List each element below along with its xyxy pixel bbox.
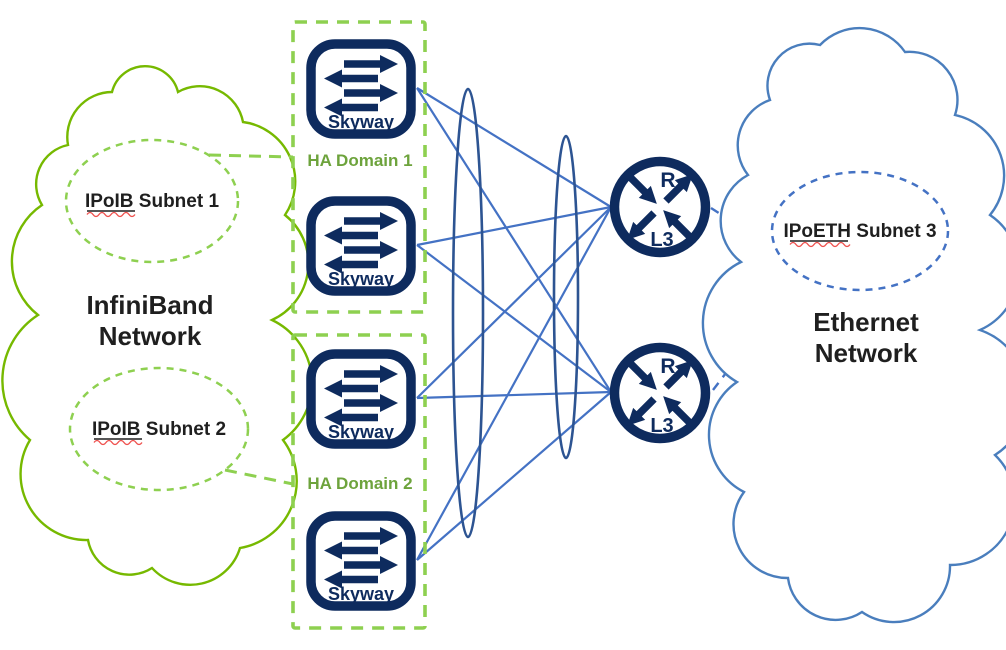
fabric-lens-2 xyxy=(552,134,580,460)
link-sw3-r2 xyxy=(416,390,612,400)
fabric-lens-1 xyxy=(451,87,485,539)
router1-r-label: R xyxy=(660,169,675,192)
skyway-switch-4: Skyway xyxy=(311,516,411,606)
skyway-switch-3-label: Skyway xyxy=(328,422,394,442)
infiniband-title-line2: Network xyxy=(99,321,202,351)
skyway-switch-2: Skyway xyxy=(311,201,411,291)
link-sw2-r2 xyxy=(416,244,612,393)
l3-router-1: R L3 xyxy=(615,162,706,253)
ipoib-subnet2: IPoIB Subnet 2 xyxy=(68,366,250,492)
link-sw4-r2 xyxy=(416,391,612,561)
link-sw1-r1 xyxy=(416,87,612,208)
ha-domain2-group: Skyway HA Domain 2 Skyway xyxy=(291,333,427,630)
ipoib-subnet1-ellipse xyxy=(64,138,240,264)
skyway-switch-1-label: Skyway xyxy=(328,112,394,132)
infiniband-cloud: InfiniBand Network IPoIB Subnet 1 IPoIB … xyxy=(1,65,314,586)
router2-l3-label: L3 xyxy=(650,415,673,437)
skyway-switch-1: Skyway xyxy=(311,44,411,134)
ha-domain2-box xyxy=(291,333,427,630)
ipoib-subnet1-label: IPoIB Subnet 1 xyxy=(85,191,220,212)
ipoib-subnet2-squiggle xyxy=(93,439,143,446)
ipoeth-subnet3-squiggle xyxy=(789,241,851,248)
ethernet-cloud: Ethernet Network IPoETH Subnet 3 xyxy=(701,26,1006,624)
ha-domain2-label: HA Domain 2 xyxy=(307,474,412,493)
skyway-switch-2-label: Skyway xyxy=(328,269,394,289)
skyway-switch-4-label: Skyway xyxy=(328,584,394,604)
ethernet-title-line2: Network xyxy=(815,338,918,368)
ethernet-title-line1: Ethernet xyxy=(813,307,919,337)
mesh-links xyxy=(416,87,612,561)
infiniband-title-line1: InfiniBand xyxy=(86,290,213,320)
ha-domain1-group: Skyway HA Domain 1 Skyway xyxy=(291,20,427,314)
subnet1-to-hadomain1-connector xyxy=(208,153,294,159)
link-sw3-r1 xyxy=(416,206,612,399)
ethernet-cloud-outline xyxy=(701,26,1006,624)
router2-r-label: R xyxy=(660,355,675,378)
ipoib-subnet1: IPoIB Subnet 1 xyxy=(64,138,240,264)
subnet2-to-hadomain2-connector xyxy=(224,468,294,486)
ipoib-subnet2-label: IPoIB Subnet 2 xyxy=(92,419,226,440)
ha-domain1-label: HA Domain 1 xyxy=(307,151,412,170)
ipoeth-subnet3: IPoETH Subnet 3 xyxy=(770,170,950,292)
ipoib-subnet2-ellipse xyxy=(68,366,250,492)
skyway-switch-3: Skyway xyxy=(311,354,411,444)
l3-router-2: R L3 xyxy=(615,348,706,439)
ipoeth-subnet3-label: IPoETH Subnet 3 xyxy=(783,221,936,242)
link-sw2-r1 xyxy=(416,205,612,247)
ha-domain1-box xyxy=(291,20,427,314)
ipoib-subnet1-squiggle xyxy=(86,211,136,218)
ipoeth-subnet3-ellipse xyxy=(770,170,950,292)
link-sw4-r1 xyxy=(416,206,612,561)
router1-l3-label: L3 xyxy=(650,229,673,251)
